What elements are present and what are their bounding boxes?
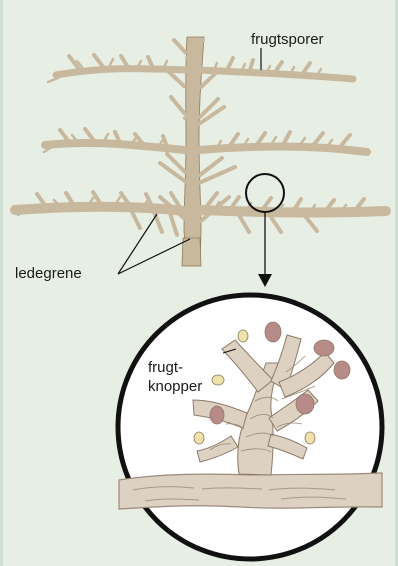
label-ledegrene: ledegrene	[15, 265, 82, 283]
pruning-diagram	[3, 0, 398, 566]
lower-tier-left-branch	[15, 207, 185, 211]
trunk-base	[182, 238, 201, 266]
label-frugtknopper: frugt- knopper	[148, 358, 228, 396]
magnified-main-branch	[119, 473, 382, 509]
zoom-arrow-head	[258, 274, 272, 287]
label-frugtsporer: frugtsporer	[251, 31, 324, 49]
